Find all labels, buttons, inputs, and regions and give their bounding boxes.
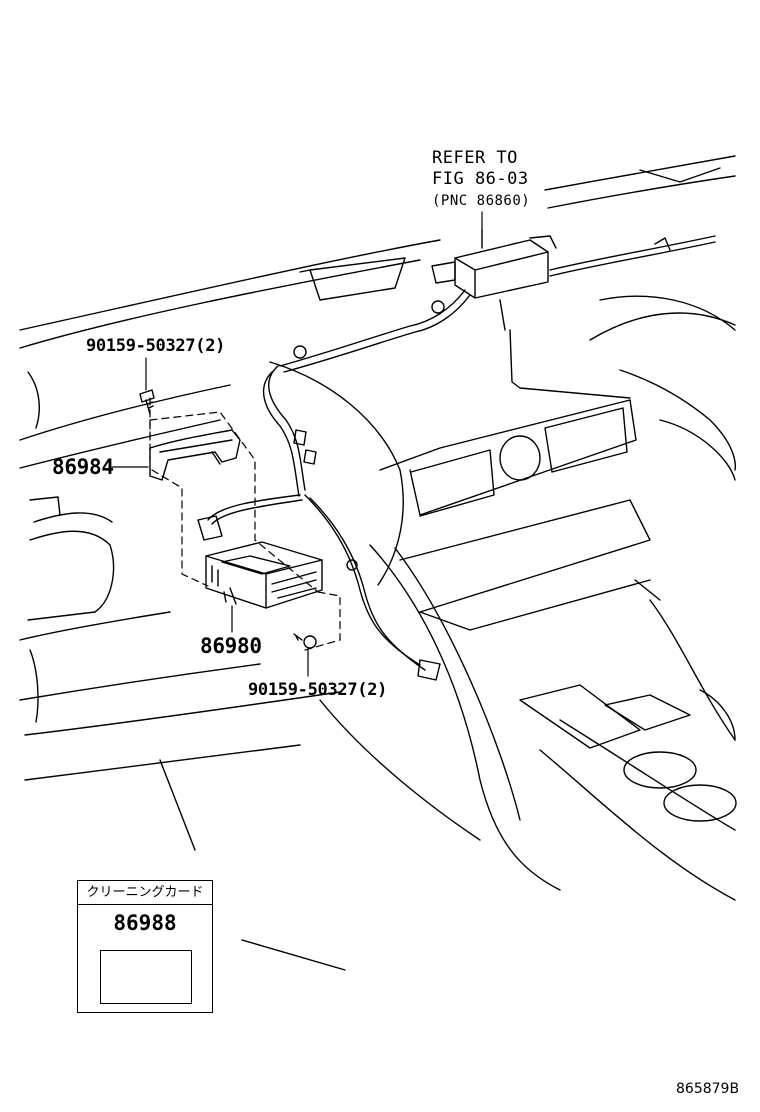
control-unit-86980 bbox=[205, 541, 323, 609]
center-console bbox=[159, 295, 737, 971]
bracket-86984 bbox=[149, 429, 241, 481]
callout-unit: 86980 bbox=[200, 634, 262, 658]
bolt-icon-lower bbox=[293, 633, 317, 649]
reference-module bbox=[431, 229, 557, 299]
reference-line-3: (PNC 86860) bbox=[432, 193, 531, 209]
card-header: クリーニングカード bbox=[78, 881, 212, 905]
callout-bolt-bottom: 90159-50327(2) bbox=[248, 680, 388, 700]
reference-line-2: FIG 86-03 bbox=[432, 169, 529, 189]
bolt-icon bbox=[139, 389, 155, 415]
leader-lines bbox=[111, 211, 483, 677]
dashboard-outline bbox=[19, 155, 736, 781]
reference-line-1: REFER TO bbox=[432, 148, 518, 168]
wire-harness bbox=[197, 235, 716, 681]
installation-outline bbox=[149, 397, 341, 651]
callout-bracket: 86984 bbox=[52, 455, 114, 479]
callout-bolt-top: 90159-50327(2) bbox=[86, 336, 226, 356]
card-part-number: 86988 bbox=[113, 911, 177, 935]
card-illustration bbox=[100, 950, 192, 1004]
cleaning-card-box: クリーニングカード 86988 bbox=[77, 880, 213, 1013]
diagram-code: 865879B bbox=[676, 1081, 740, 1097]
